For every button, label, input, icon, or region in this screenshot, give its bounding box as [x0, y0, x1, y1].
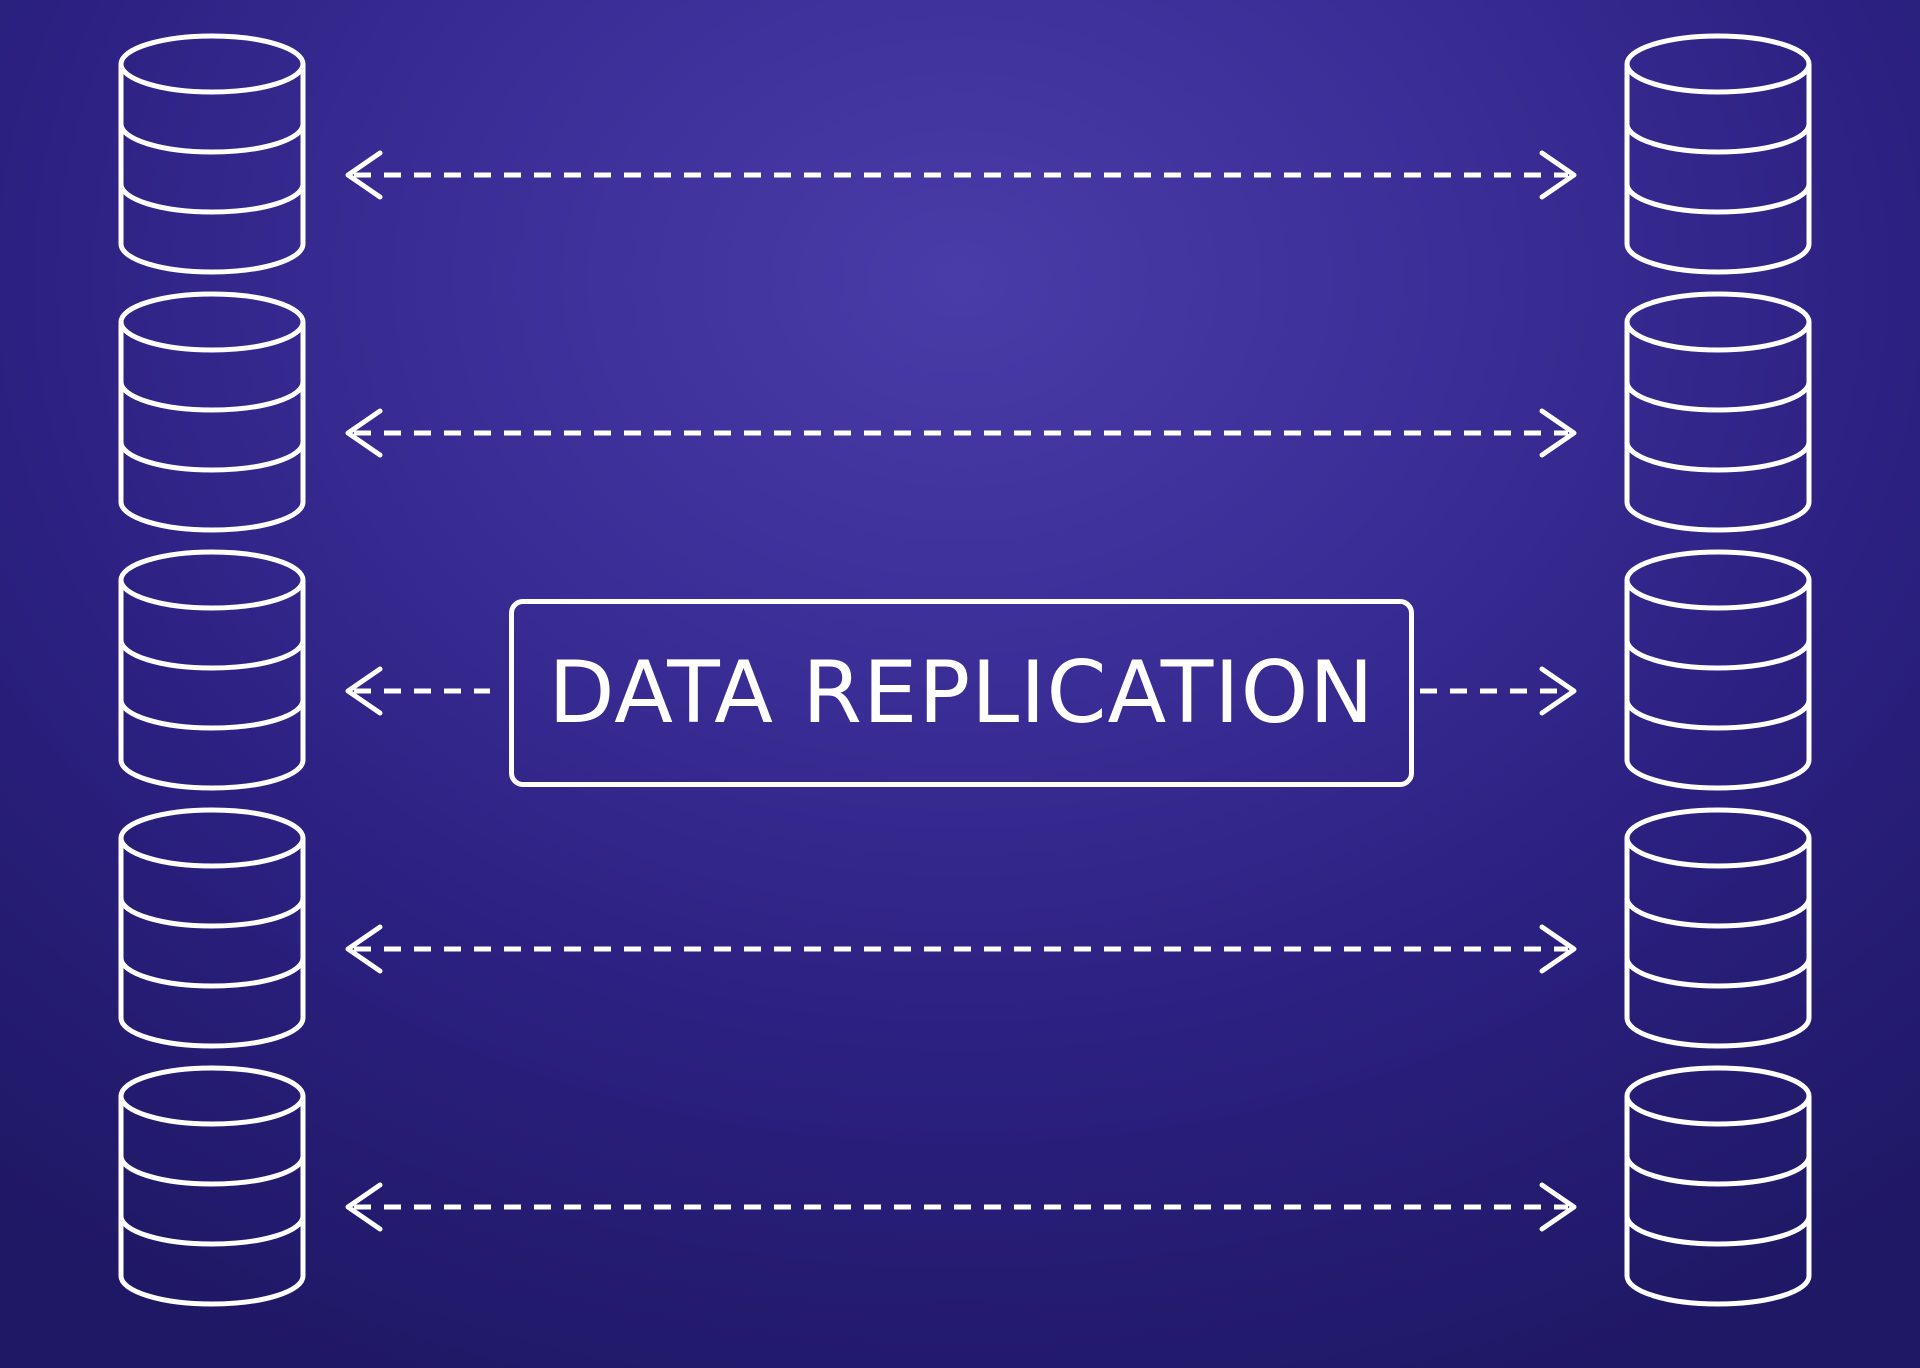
arrowhead-left-2	[345, 408, 383, 458]
data-replication-label: DATA REPLICATION	[548, 643, 1375, 743]
database-icon-left-5	[118, 1065, 306, 1307]
database-icon-right-3	[1624, 549, 1812, 791]
arrowhead-left-3	[345, 666, 383, 716]
data-replication-label-box: DATA REPLICATION	[509, 599, 1414, 787]
database-icon-right-5	[1624, 1065, 1812, 1307]
arrowhead-left-4	[345, 924, 383, 974]
database-icon-right-4	[1624, 807, 1812, 1049]
arrowhead-right-4	[1539, 924, 1577, 974]
arrowhead-right-5	[1539, 1182, 1577, 1232]
database-icon-left-3	[118, 549, 306, 791]
database-icon-right-2	[1624, 291, 1812, 533]
arrowhead-right-3	[1539, 666, 1577, 716]
database-icon-left-4	[118, 807, 306, 1049]
database-icon-right-1	[1624, 33, 1812, 275]
database-icon-left-1	[118, 33, 306, 275]
database-icon-left-2	[118, 291, 306, 533]
arrowhead-left-1	[345, 150, 383, 200]
arrowhead-right-1	[1539, 150, 1577, 200]
arrowhead-left-5	[345, 1182, 383, 1232]
arrowhead-right-2	[1539, 408, 1577, 458]
